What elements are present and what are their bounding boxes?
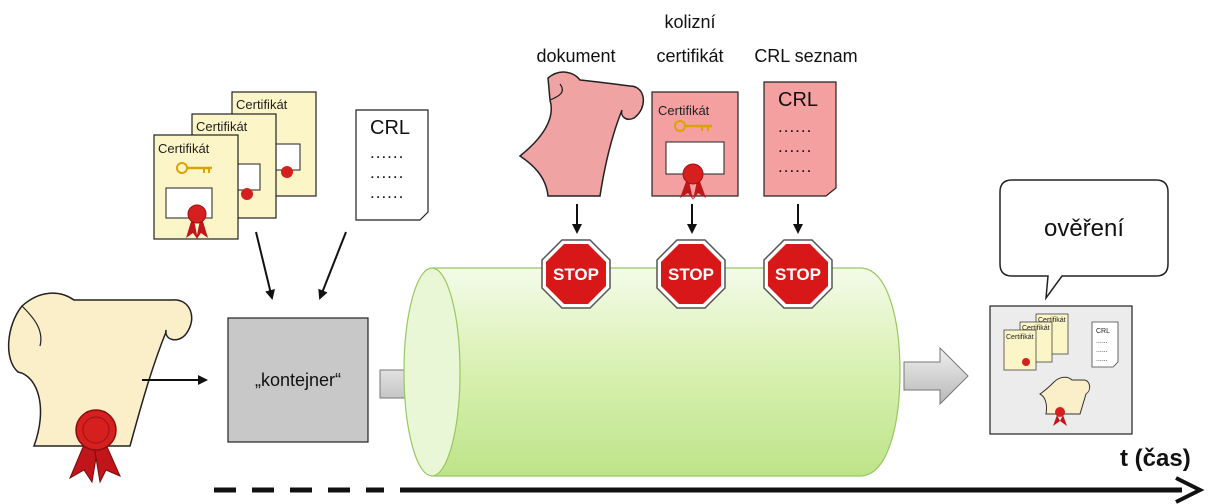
crl-list-white: CRL ...... ...... ...... <box>355 109 429 221</box>
svg-text:Certifikát: Certifikát <box>658 103 710 118</box>
mini-document-scroll <box>1039 376 1091 426</box>
time-axis <box>214 476 1205 504</box>
svg-text:CRL: CRL <box>778 89 818 111</box>
svg-text:......: ...... <box>778 117 812 136</box>
svg-text:STOP: STOP <box>553 265 599 284</box>
svg-text:Certifikát: Certifikát <box>1006 334 1034 341</box>
svg-text:......: ...... <box>370 183 404 202</box>
svg-text:......: ...... <box>778 157 812 176</box>
verification-label: ověření <box>1044 215 1124 242</box>
document-scroll <box>7 292 193 484</box>
svg-text:Certifikát: Certifikát <box>1038 317 1066 324</box>
document-scroll-pink <box>518 71 644 197</box>
seal-icon <box>186 204 208 240</box>
container-box: „kontejner“ <box>227 317 369 443</box>
svg-text:......: ...... <box>370 143 404 162</box>
svg-text:......: ...... <box>370 163 404 182</box>
validity-tube <box>403 267 901 477</box>
stop-sign-3: STOP <box>763 239 833 309</box>
collision-certificate: Certifikát <box>651 91 739 200</box>
svg-text:STOP: STOP <box>775 265 821 284</box>
mini-certificates: Certifikát Certifikát Certifikát <box>1003 313 1069 371</box>
stop-sign-1: STOP <box>541 239 611 309</box>
key-icon <box>176 162 212 174</box>
svg-text:......: ...... <box>1096 356 1108 363</box>
block-arrow-2 <box>903 346 969 406</box>
svg-text:CRL: CRL <box>370 117 410 139</box>
time-axis-label: t (čas) <box>1120 445 1191 472</box>
svg-text:Certifikát: Certifikát <box>196 119 248 134</box>
svg-text:Certifikát: Certifikát <box>158 141 210 156</box>
label-crl-list: CRL seznam <box>754 46 857 66</box>
arrow-certs-to-container <box>255 231 275 300</box>
stop-sign-2: STOP <box>656 239 726 309</box>
certificate-stack: Certifikát Certifikát Certifikát <box>153 91 317 240</box>
svg-text:......: ...... <box>778 137 812 156</box>
svg-text:Certifikát: Certifikát <box>236 97 288 112</box>
svg-text:......: ...... <box>1096 338 1108 345</box>
arrow-crl-to-container <box>318 231 347 300</box>
svg-text:......: ...... <box>1096 347 1108 354</box>
seal-icon <box>68 409 121 484</box>
svg-text:Certifikát: Certifikát <box>1022 325 1050 332</box>
crl-list-pink: CRL ...... ...... ...... <box>763 81 837 197</box>
svg-text:CRL: CRL <box>1096 328 1110 335</box>
svg-text:STOP: STOP <box>668 265 714 284</box>
label-document: dokument <box>536 46 615 66</box>
seal-icon <box>680 163 706 200</box>
label-collision-line1: kolizní <box>664 12 715 32</box>
label-collision-line2: certifikát <box>656 46 723 66</box>
key-icon <box>674 120 712 132</box>
verification-bubble: ověření <box>999 179 1169 301</box>
certificate-front: Certifikát <box>153 134 239 240</box>
verification-result-box: Certifikát Certifikát Certifikát CRL ...… <box>989 305 1133 435</box>
mini-crl: CRL ...... ...... ...... <box>1091 321 1119 368</box>
container-label: „kontejner“ <box>255 370 341 390</box>
